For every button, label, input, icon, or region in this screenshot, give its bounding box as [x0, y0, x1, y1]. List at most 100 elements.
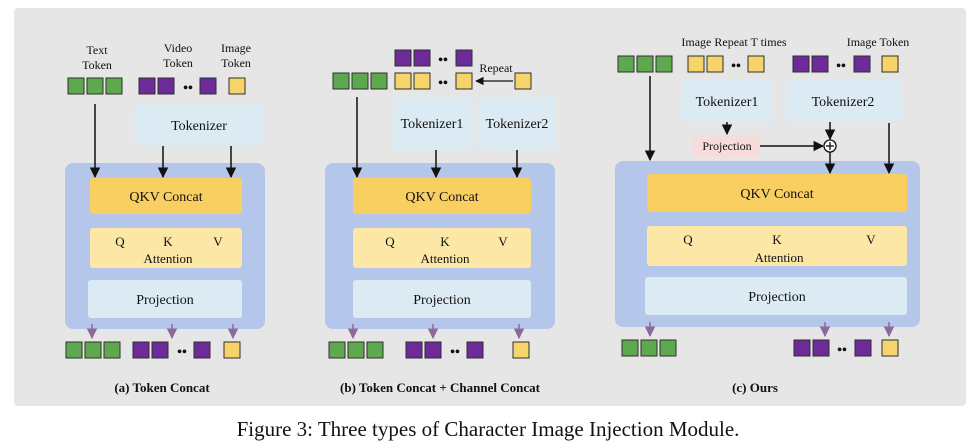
image-token	[228, 77, 246, 95]
text-token	[86, 77, 104, 95]
video-token-label-line2: Token	[163, 56, 193, 70]
image-token-label-line1: Image	[221, 41, 251, 55]
video-token	[792, 55, 810, 73]
projection-small-label: Projection	[702, 139, 751, 153]
video-token	[413, 49, 431, 67]
output-video-token	[812, 339, 830, 357]
attention-box	[90, 228, 242, 268]
output-text-token	[103, 341, 121, 359]
output-image-token	[881, 339, 899, 357]
projection-small-box	[694, 135, 760, 157]
repeated-image-token	[394, 72, 412, 90]
tokenizer2-label: Tokenizer2	[812, 95, 875, 110]
video-token	[853, 55, 871, 73]
video-token	[811, 55, 829, 73]
video-token-row: ••	[138, 77, 217, 96]
v-label: V	[498, 234, 508, 249]
tokenizer1-label: Tokenizer1	[696, 95, 759, 110]
video-token	[455, 49, 473, 67]
text-token-label-line2: Token	[82, 58, 112, 72]
output-video-token	[132, 341, 150, 359]
output-text-token	[621, 339, 639, 357]
tokenizer-label: Tokenizer	[171, 119, 227, 134]
attention-label: Attention	[420, 251, 470, 266]
ellipsis: ••	[836, 59, 846, 74]
image-token	[514, 72, 532, 90]
text-token	[636, 55, 654, 73]
repeat-label: Repeat	[479, 61, 513, 75]
attention-label: Attention	[143, 251, 193, 266]
video-token	[157, 77, 175, 95]
output-text-token	[659, 339, 677, 357]
output-text-token	[328, 341, 346, 359]
subcaption-c: (c) Ours	[732, 380, 778, 395]
projection-box	[645, 277, 907, 315]
attention-box	[647, 226, 907, 266]
text-token-row	[67, 77, 123, 95]
ellipsis: ••	[183, 81, 193, 96]
ellipsis: ••	[731, 59, 741, 74]
output-video-token	[424, 341, 442, 359]
q-label: Q	[115, 234, 125, 249]
tokenizer-box	[134, 105, 264, 145]
output-text-token	[347, 341, 365, 359]
qkv-concat-label: QKV Concat	[740, 187, 813, 202]
output-video-token	[405, 341, 423, 359]
output-video-token	[793, 339, 811, 357]
output-image-token	[223, 341, 241, 359]
output-video-token	[193, 341, 211, 359]
attention-box	[353, 228, 531, 268]
output-text-token	[366, 341, 384, 359]
video-token	[138, 77, 156, 95]
video-token-label-line1: Video	[164, 41, 193, 55]
tokenizer2-label: Tokenizer2	[486, 117, 549, 132]
ellipsis: ••	[438, 76, 448, 91]
ellipsis: ••	[837, 343, 847, 358]
text-token	[351, 72, 369, 90]
qkv-concat-box	[353, 178, 531, 214]
text-token	[332, 72, 350, 90]
projection-box	[353, 280, 531, 318]
tokenizer1-box	[393, 97, 471, 149]
tokenizer1-label: Tokenizer1	[401, 117, 464, 132]
text-token-label-line1: Text	[86, 43, 108, 57]
q-label: Q	[385, 234, 395, 249]
v-label: V	[213, 234, 223, 249]
projection-box	[88, 280, 242, 318]
output-image-token	[512, 341, 530, 359]
output-video-token	[151, 341, 169, 359]
ellipsis: ••	[450, 345, 460, 360]
image-token	[881, 55, 899, 73]
image-token-label-line2: Token	[221, 56, 251, 70]
repeated-image-token	[455, 72, 473, 90]
text-token	[617, 55, 635, 73]
figure-caption: Figure 3: Three types of Character Image…	[237, 417, 740, 441]
image-token-label: Image Token	[847, 35, 910, 49]
panel-c: Image Repeat T times Image Token •• •• T…	[615, 35, 920, 395]
video-token	[394, 49, 412, 67]
tokenizer2-box	[478, 97, 556, 149]
text-token	[105, 77, 123, 95]
k-label: K	[772, 232, 782, 247]
k-label: K	[440, 234, 450, 249]
qkv-concat-label: QKV Concat	[129, 190, 202, 205]
projection-label: Projection	[413, 293, 471, 308]
repeated-image-token	[687, 55, 705, 73]
tokenizer1-box	[682, 80, 772, 122]
text-token	[655, 55, 673, 73]
ellipsis: ••	[438, 53, 448, 68]
k-label: K	[163, 234, 173, 249]
v-label: V	[866, 232, 876, 247]
output-video-token	[854, 339, 872, 357]
subcaption-a: (a) Token Concat	[114, 380, 210, 395]
repeated-image-token	[747, 55, 765, 73]
panel-a: Text Token Video Token Image Token •• To…	[65, 41, 265, 395]
repeated-image-token	[706, 55, 724, 73]
q-label: Q	[683, 232, 693, 247]
output-text-token	[65, 341, 83, 359]
ellipsis: ••	[177, 345, 187, 360]
text-token	[370, 72, 388, 90]
qkv-concat-label: QKV Concat	[405, 190, 478, 205]
panel-b: •• •• Repeat Tokenizer1 Tokenizer2 QKV C…	[325, 49, 556, 395]
text-token	[67, 77, 85, 95]
